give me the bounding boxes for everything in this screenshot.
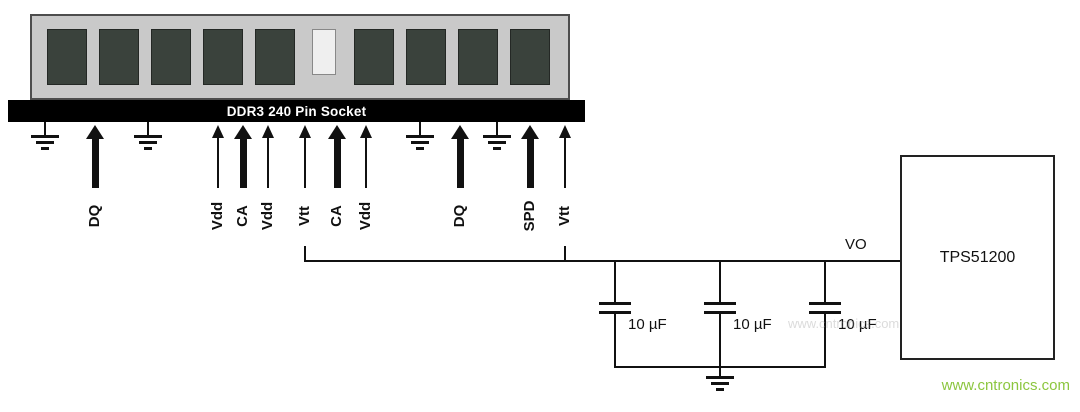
cap-plate <box>704 311 736 314</box>
ic-label: TPS51200 <box>939 248 1016 266</box>
cap-plate <box>704 302 736 305</box>
cap-plate <box>599 311 631 314</box>
memory-chip <box>406 29 446 85</box>
pin-arrow-ca <box>233 125 253 189</box>
pin-label: Vdd <box>259 201 276 231</box>
pin-arrow-vtt <box>295 125 315 189</box>
cap-plate <box>599 302 631 305</box>
watermark: www.cntronics.com <box>941 377 1070 394</box>
cap-wire <box>824 260 826 302</box>
cap-wire <box>719 260 721 302</box>
cap-value: 10 µF <box>628 316 667 333</box>
pin-label: CA <box>328 205 345 227</box>
pin-label: SPD <box>521 200 538 232</box>
pin-arrow-spd <box>520 125 540 189</box>
ground-symbol <box>705 368 735 396</box>
module-notch <box>312 29 336 75</box>
cap-ground-bus <box>614 366 826 368</box>
cap-value: 10 µF <box>838 316 877 333</box>
pin-label: CA <box>234 205 251 227</box>
cap-value: 10 µF <box>733 316 772 333</box>
cap-plate <box>809 302 841 305</box>
pin-arrow-vdd <box>356 125 376 189</box>
vtt-bus-wire <box>304 260 902 262</box>
ground-symbol <box>405 122 435 150</box>
pin-arrow-ca <box>327 125 347 189</box>
pin-label: Vdd <box>357 201 374 231</box>
pin-arrow-vtt <box>555 125 575 189</box>
cap-wire <box>824 314 826 368</box>
pin-arrow-vdd <box>258 125 278 189</box>
cap-wire <box>719 314 721 368</box>
vtt-wire <box>564 246 566 262</box>
pin-label: Vdd <box>209 201 226 231</box>
ic-tps51200: TPS51200 <box>900 155 1055 360</box>
memory-chip <box>203 29 243 85</box>
cap-plate <box>809 311 841 314</box>
memory-chip <box>458 29 498 85</box>
pin-arrow-vdd <box>208 125 228 189</box>
pin-label: DQ <box>86 204 103 228</box>
ground-symbol <box>482 122 512 150</box>
watermark-faint: www.cntronics.com <box>788 316 900 331</box>
net-label-vo: VO <box>845 236 867 253</box>
dimm-module <box>30 14 570 100</box>
ddr3-socket-bar: DDR3 240 Pin Socket <box>8 100 585 122</box>
memory-chip <box>510 29 550 85</box>
ground-symbol <box>133 122 163 150</box>
ground-symbol <box>30 122 60 150</box>
pin-label: DQ <box>451 204 468 228</box>
memory-chip <box>255 29 295 85</box>
socket-label: DDR3 240 Pin Socket <box>226 103 367 119</box>
pin-arrow-dq <box>85 125 105 189</box>
vtt-wire <box>304 246 306 262</box>
memory-chip <box>47 29 87 85</box>
memory-chip <box>151 29 191 85</box>
pin-label: Vtt <box>556 206 573 226</box>
cap-wire <box>614 260 616 302</box>
cap-wire <box>614 314 616 368</box>
pin-arrow-dq <box>450 125 470 189</box>
memory-chip <box>354 29 394 85</box>
memory-chip <box>99 29 139 85</box>
pin-label: Vtt <box>296 206 313 226</box>
